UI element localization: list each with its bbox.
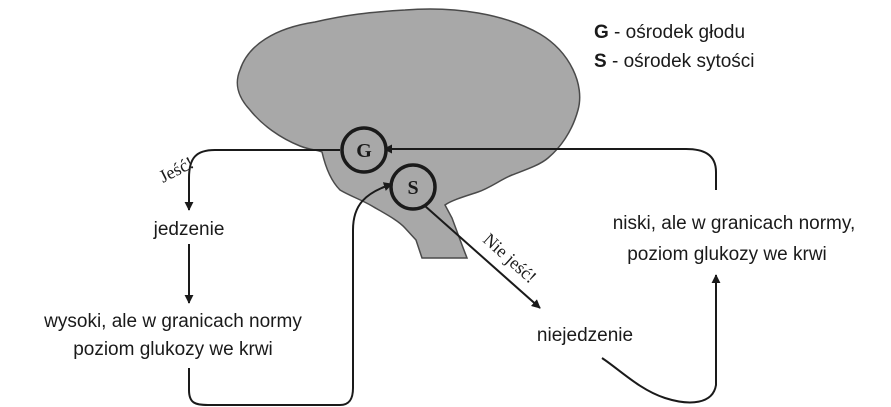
legend-hunger: G - ośrodek głodu (594, 22, 745, 43)
legend-hunger-key: G (594, 22, 609, 43)
arrow-g-to-eating (189, 150, 340, 210)
legend-hunger-text: - ośrodek głodu (609, 22, 745, 43)
satiety-center-node: S (391, 165, 435, 209)
no-eat-command-label: Nie jeść! (479, 229, 540, 287)
low-glucose-line1: niski, ale w granicach normy, (613, 213, 856, 234)
legend-satiety: S - ośrodek sytości (594, 51, 755, 72)
brain-illustration (237, 9, 579, 258)
legend-satiety-key: S (594, 51, 607, 72)
hunger-center-node: G (342, 128, 386, 172)
hunger-center-letter: G (356, 140, 372, 162)
legend-satiety-text: - ośrodek sytości (607, 51, 755, 72)
eat-command-label: Jeść! (156, 152, 197, 186)
low-glucose-line2: poziom glukozy we krwi (627, 244, 827, 265)
high-glucose-line1: wysoki, ale w granicach normy (43, 311, 302, 332)
eating-label: jedzenie (153, 219, 225, 240)
not-eating-label: niejedzenie (537, 325, 633, 346)
satiety-center-letter: S (407, 177, 418, 199)
high-glucose-line2: poziom glukozy we krwi (73, 339, 273, 360)
arrow-high-glucose-to-s (189, 184, 392, 405)
